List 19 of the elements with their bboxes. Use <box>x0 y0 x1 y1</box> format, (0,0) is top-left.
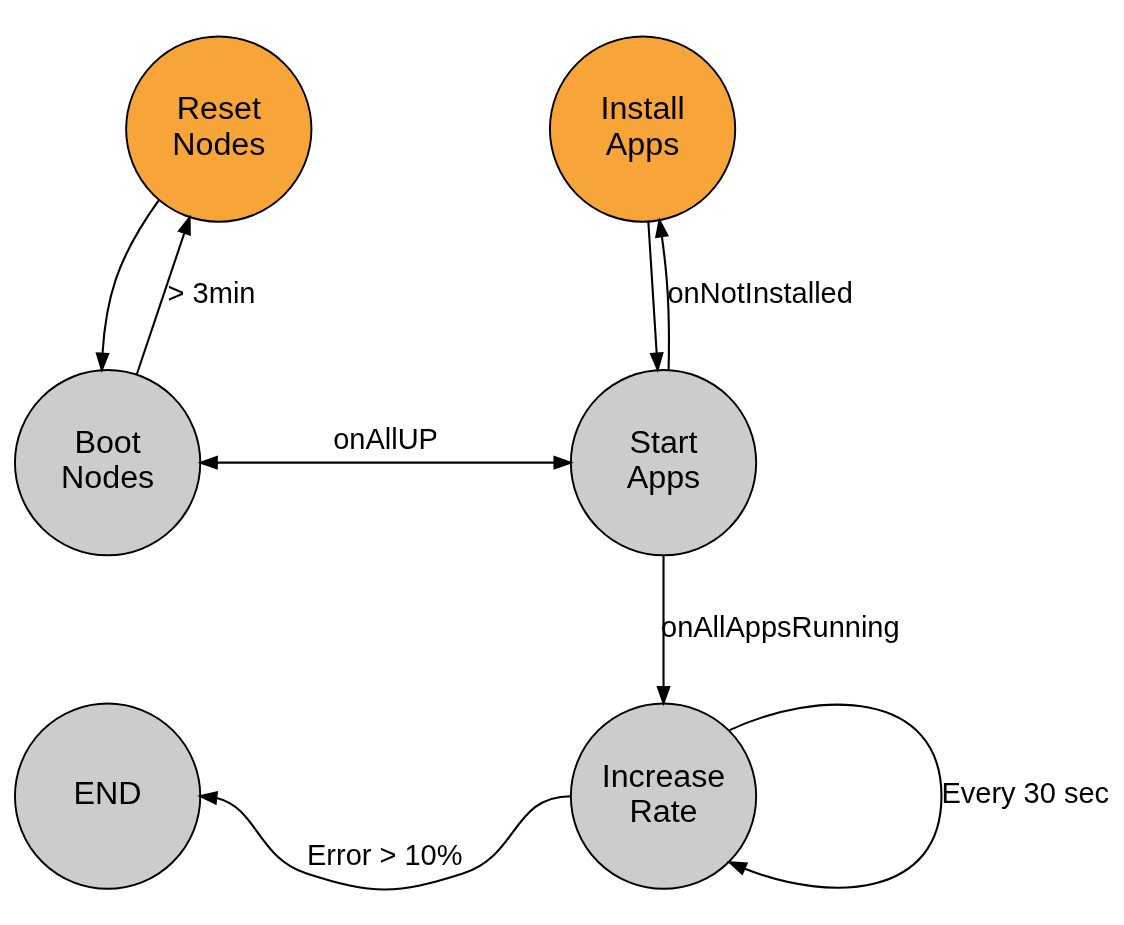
edge-label: onAllUP <box>333 422 438 455</box>
node-circle: Install Apps <box>548 35 737 223</box>
node-circle: Boot Nodes <box>14 368 202 556</box>
node-circle: Increase Rate <box>569 702 758 890</box>
edge-label: > 3min <box>167 276 256 309</box>
arrow <box>197 455 574 470</box>
node-circle: Start Apps <box>569 368 758 556</box>
node-circle: Reset Nodes <box>125 35 313 223</box>
edge-label: Error > 10% <box>306 838 463 870</box>
node-circle: END <box>14 702 202 890</box>
arrow <box>656 554 671 706</box>
edge-label: Every 30 sec <box>941 776 1110 809</box>
arrow <box>95 199 160 373</box>
arrow <box>654 216 670 370</box>
arrow <box>135 214 191 375</box>
edge-label: onNotInstalled <box>667 276 853 309</box>
arrow <box>647 221 664 373</box>
arrow <box>726 703 943 889</box>
arrow <box>197 790 571 890</box>
